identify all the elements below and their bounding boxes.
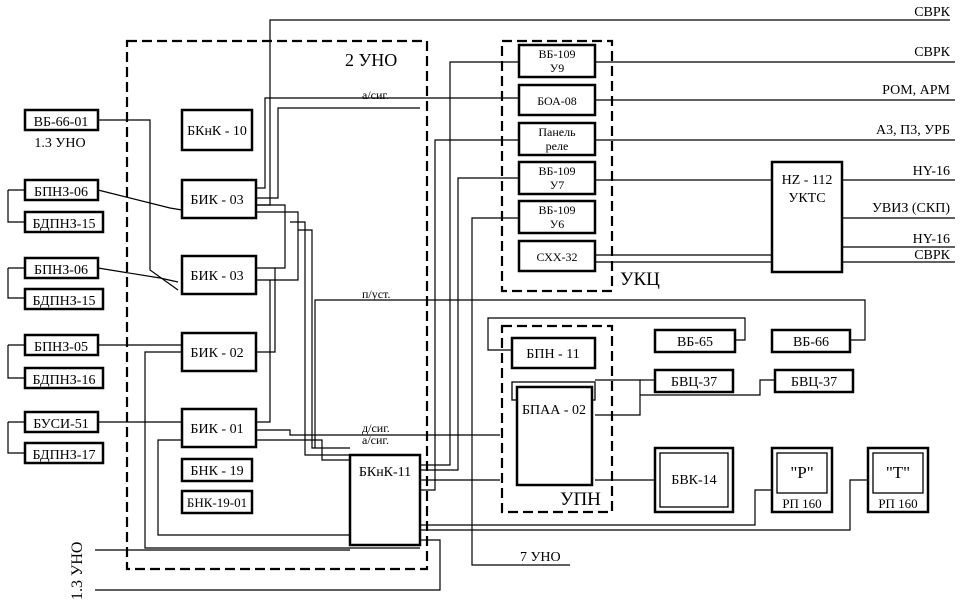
busi51-text: БУСИ-51 — [33, 417, 89, 432]
bik01-text: БИК - 01 — [190, 422, 243, 437]
bik03a-text: БИК - 03 — [190, 193, 243, 208]
vb6601-text: ВБ-66-01 — [34, 115, 89, 130]
bvc37a-block — [653, 368, 735, 394]
upn-frame — [500, 324, 614, 514]
out-svrk-3: СВРК — [914, 248, 950, 263]
bpnz05-text: БПНЗ-05 — [34, 340, 88, 355]
rp160-t-symbol: "Т" — [886, 463, 910, 482]
out-rom-arm: РОМ, АРМ — [882, 83, 950, 98]
bdpnz17-block — [23, 441, 105, 465]
rp160-p-inner — [776, 452, 828, 494]
ukc-frame — [500, 39, 614, 293]
uno2-frame — [125, 39, 429, 571]
bik03a-block — [180, 178, 258, 220]
panel-rele-line2: реле — [546, 139, 569, 153]
bvc37a-text: БВЦ-37 — [671, 375, 717, 390]
vb109u9-block — [517, 43, 597, 79]
a-sig-top-label: а/сиг. — [362, 88, 389, 102]
bvc37b-text: БВЦ-37 — [791, 375, 837, 390]
hz112-line1: HZ - 112 — [782, 173, 833, 188]
hz112-line2: УКТС — [788, 191, 825, 206]
vb109u9-line2: У9 — [550, 61, 565, 75]
bvc37b-block — [773, 368, 855, 394]
bpnz06b-text: БПНЗ-06 — [34, 263, 88, 278]
out-ny16-b: НY-16 — [913, 232, 950, 247]
uno13-caption: 1.3 УНО — [34, 136, 85, 151]
bpnz06a-block — [23, 178, 100, 202]
vb66-text: ВБ-66 — [793, 335, 829, 350]
vb66-block — [770, 328, 852, 354]
rp160-t-inner — [872, 452, 924, 494]
bknk11-text: БКнК-11 — [359, 465, 411, 480]
bpaa02-text: БПАА - 02 — [522, 403, 586, 418]
hz112-block — [770, 160, 844, 274]
rp160-p-symbol: "Р" — [790, 463, 813, 482]
panel-rele-block — [517, 121, 597, 157]
a-sig-bot-label: а/сиг. — [362, 433, 389, 447]
bpn11-text: БПН - 11 — [526, 347, 579, 362]
rp160-p-label: РП 160 — [782, 496, 821, 511]
bik03b-block — [180, 254, 258, 296]
bdpnz15a-text: БДПНЗ-15 — [33, 217, 96, 232]
out-uviz-skp: УВИЗ (СКП) — [872, 201, 950, 216]
vb109u6-block — [517, 199, 597, 235]
bnk1901-text: БНК-19-01 — [187, 495, 247, 510]
p-ust-label: п/уст. — [362, 287, 390, 301]
bdpnz15b-text: БДПНЗ-15 — [33, 294, 96, 309]
bvk14-text: БВК-14 — [671, 473, 716, 488]
out-svrk-2: СВРК — [914, 45, 950, 60]
bnk19-text: БНК - 19 — [190, 464, 243, 479]
bknk11-block — [348, 453, 422, 547]
vb109u7-block — [517, 160, 597, 196]
vb6601-block — [23, 108, 100, 132]
bpnz06a-text: БПНЗ-06 — [34, 185, 88, 200]
out-1-3-uno: 1.3 УНО — [69, 542, 86, 600]
d-sig-label: д/сиг. — [362, 421, 390, 435]
bpnz05-block — [23, 333, 100, 357]
vb109u6-line1: ВБ-109 — [539, 203, 576, 217]
busi51-block — [23, 410, 100, 434]
bdpnz15a-block — [23, 210, 105, 234]
rp160-t-label: РП 160 — [878, 496, 917, 511]
vb109u7-line2: У7 — [550, 178, 565, 192]
out-svrk-1: СВРК — [914, 5, 950, 20]
uno2-label: 2 УНО — [345, 50, 397, 70]
vb109u6-line2: У6 — [550, 217, 565, 231]
bdpnz15b-block — [23, 287, 105, 311]
vb65-block — [653, 328, 737, 354]
bknk10-text: БКнК - 10 — [187, 124, 247, 139]
bik01-block — [180, 407, 258, 449]
wiring — [7, 19, 955, 591]
bvk14-inner — [659, 452, 729, 508]
bpaa02-block — [515, 385, 594, 487]
bik02-text: БИК - 02 — [190, 346, 243, 361]
bpnz06b-block — [23, 256, 100, 280]
skh32-block — [517, 239, 597, 273]
out-az-pz-urb: А3, П3, УРБ — [876, 123, 950, 138]
bik03b-text: БИК - 03 — [190, 269, 243, 284]
vb109u9-line1: ВБ-109 — [539, 47, 576, 61]
boa08-text: БОА-08 — [537, 94, 577, 108]
bdpnz16-text: БДПНЗ-16 — [33, 373, 96, 388]
out-7-uno: 7 УНО — [520, 550, 561, 565]
bnk1901-block — [180, 489, 254, 515]
vb109u7-line1: ВБ-109 — [539, 164, 576, 178]
bpn11-block — [510, 336, 597, 370]
boa08-block — [517, 83, 597, 117]
vb65-text: ВБ-65 — [677, 335, 713, 350]
bdpnz17-text: БДПНЗ-17 — [33, 448, 96, 463]
panel-rele-line1: Панель — [538, 125, 576, 139]
bdpnz16-block — [23, 366, 105, 390]
out-ny16-a: НY-16 — [913, 164, 950, 179]
ukc-label: УКЦ — [620, 269, 660, 290]
skh32-text: СХХ-32 — [536, 250, 577, 264]
bknk10-block — [180, 108, 254, 152]
bik02-block — [180, 331, 258, 373]
bnk19-block — [180, 457, 254, 483]
upn-label: УПН — [560, 489, 601, 510]
